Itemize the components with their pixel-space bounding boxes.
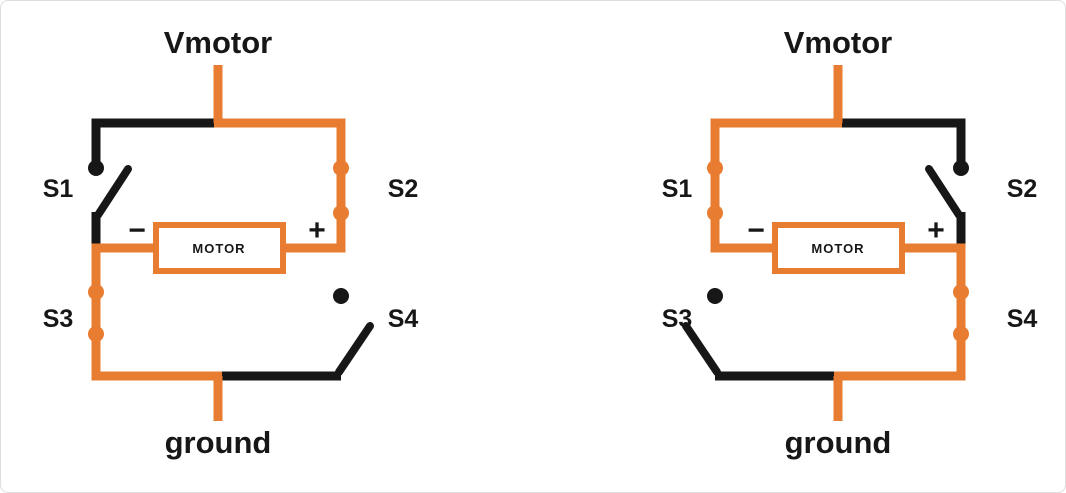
h-bridge-diagram-1: MOTOR − + Vmotor ground S1 S2 S3 S4: [43, 25, 419, 460]
switch-s2-open-lever: [925, 165, 963, 219]
motor-minus-terminal: −: [128, 214, 146, 247]
switch-s1-closed-dot-bottom: [707, 205, 723, 221]
active-path-through-s2: [214, 118, 346, 253]
motor-label: MOTOR: [811, 241, 864, 256]
switch-s3-label: S3: [43, 305, 74, 333]
motor-label: MOTOR: [192, 241, 245, 256]
switch-s1-contact-dot: [88, 160, 104, 176]
motor-minus-terminal: −: [747, 214, 765, 247]
switch-s4-contact-dot: [333, 288, 349, 304]
ground-label: ground: [785, 425, 892, 460]
active-path-through-s3: [91, 243, 222, 381]
vmotor-label: Vmotor: [164, 25, 273, 60]
switch-s2-label: S2: [388, 175, 419, 203]
motor-plus-terminal: +: [308, 214, 326, 247]
top-right-inactive-wire: [838, 118, 966, 164]
vmotor-label: Vmotor: [784, 25, 893, 60]
switch-s3-open-lever: [682, 322, 721, 376]
switch-s3-closed-dot-bottom: [88, 326, 104, 342]
motor-plus-terminal: +: [927, 214, 945, 247]
active-path-through-s1: [710, 118, 842, 253]
switch-s4-label: S4: [1007, 305, 1038, 333]
switch-s1-open-lever: [94, 165, 132, 219]
switch-s2-closed-dot-top: [333, 160, 349, 176]
top-left-inactive-wire: [91, 118, 218, 164]
ground-label: ground: [165, 425, 272, 460]
active-path-through-s4: [834, 243, 966, 381]
h-bridge-diagram-2: MOTOR − + Vmotor ground S1 S2 S3 S4: [662, 25, 1038, 460]
switch-s4-closed-dot-bottom: [953, 326, 969, 342]
switch-s4-label: S4: [388, 305, 419, 333]
switch-s2-label: S2: [1007, 175, 1038, 203]
switch-s1-label: S1: [43, 175, 74, 203]
switch-s3-contact-dot: [707, 288, 723, 304]
switch-s1-closed-dot-top: [707, 160, 723, 176]
switch-s4-open-lever: [335, 322, 374, 376]
motor-box: [153, 222, 286, 274]
switch-s2-closed-dot-bottom: [333, 205, 349, 221]
switch-s4-closed-dot-top: [953, 284, 969, 300]
switch-s3-label: S3: [662, 305, 693, 333]
motor-box: [772, 222, 905, 274]
switch-s3-closed-dot-top: [88, 284, 104, 300]
switch-s2-contact-dot: [953, 160, 969, 176]
switch-s1-label: S1: [662, 175, 693, 203]
